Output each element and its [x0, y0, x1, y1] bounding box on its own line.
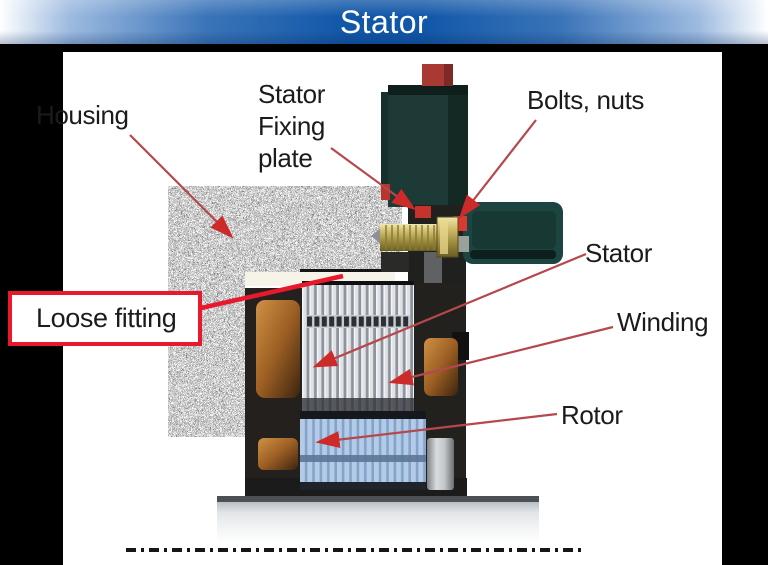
- shaft-cylinder: [427, 438, 454, 490]
- slide-title: Stator: [339, 3, 429, 40]
- base-plate: [217, 496, 539, 544]
- label-fixing-line2: Fixing: [258, 111, 325, 141]
- gap-top-edge: [300, 269, 402, 272]
- loose-fitting-callout: Loose fitting: [8, 291, 202, 346]
- label-housing: Housing: [36, 100, 129, 130]
- arrow-fixing-plate: [330, 147, 416, 211]
- label-rotor: Rotor: [561, 400, 623, 430]
- red-cap: [422, 64, 453, 86]
- loose-fitting-pointer: [200, 273, 344, 311]
- stator-core: [302, 281, 414, 413]
- air-gap: [300, 411, 426, 419]
- label-bolts-nuts: Bolts, nuts: [527, 85, 644, 115]
- label-fixing-line1: Stator: [258, 79, 325, 109]
- rotor-core: [300, 419, 426, 490]
- title-banner: Stator: [0, 0, 768, 44]
- label-stator: Stator: [585, 238, 652, 268]
- arrow-rotor: [315, 412, 558, 449]
- arrow-housing: [129, 134, 234, 239]
- arrow-bolts-nuts: [458, 119, 537, 219]
- stator-fixing-mount: [381, 85, 468, 207]
- arrow-winding: [388, 325, 614, 386]
- junction-box: [457, 202, 563, 264]
- fixing-bolt: [371, 216, 459, 258]
- housing-block: [168, 186, 402, 437]
- label-loose-fitting: Loose fitting: [36, 303, 177, 333]
- label-fixing-line3: plate: [258, 143, 313, 173]
- winding-copper: [256, 300, 458, 470]
- label-winding: Winding: [617, 307, 709, 337]
- bolt-shadow: [381, 252, 409, 272]
- label-stator-fixing-plate: Stator Fixing plate: [258, 78, 325, 174]
- arrow-stator: [312, 252, 587, 368]
